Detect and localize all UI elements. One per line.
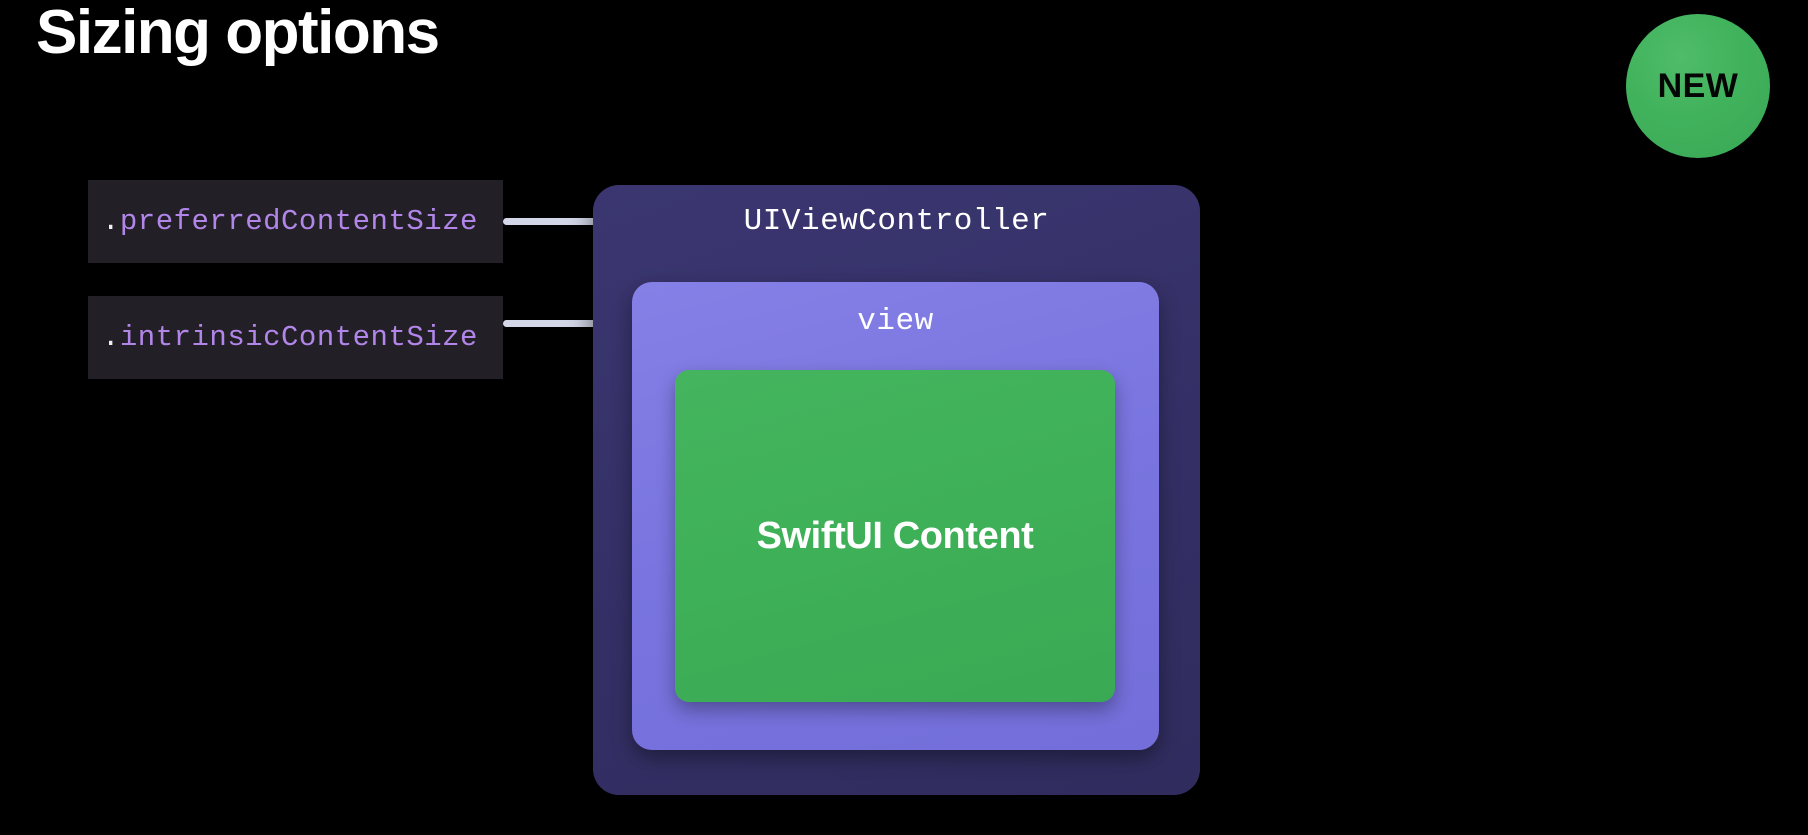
page-title: Sizing options — [36, 0, 440, 67]
connector-line-preferred-content-size — [503, 218, 619, 225]
new-badge-label: NEW — [1657, 67, 1739, 105]
uiviewcontroller-container: UIViewController view SwiftUI Content — [593, 185, 1200, 795]
code-chip-intrinsic-content-size: .intrinsicContentSize — [88, 296, 503, 379]
connector-line-intrinsic-content-size — [503, 320, 661, 327]
code-leading-dot: . — [102, 205, 120, 238]
new-badge: NEW — [1626, 14, 1770, 158]
code-identifier-preferred-content-size: preferredContentSize — [119, 205, 478, 238]
code-identifier-intrinsic-content-size: intrinsicContentSize — [119, 321, 478, 354]
uiviewcontroller-label: UIViewController — [743, 204, 1050, 239]
view-label: view — [857, 304, 934, 339]
code-chip-preferred-content-size: .preferredContentSize — [88, 180, 503, 263]
swiftui-content-label: SwiftUI Content — [756, 514, 1034, 557]
swiftui-content-container: SwiftUI Content — [675, 370, 1115, 702]
code-leading-dot: . — [102, 321, 120, 354]
view-container: view SwiftUI Content — [632, 282, 1159, 750]
